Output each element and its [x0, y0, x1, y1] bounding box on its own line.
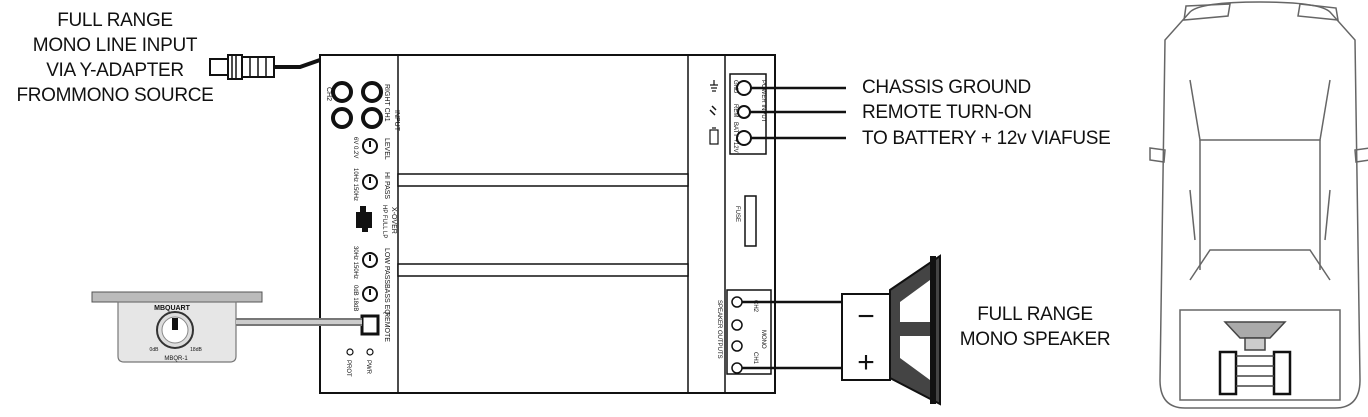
speaker-label-line-2: MONO SPEAKER: [959, 329, 1111, 350]
source-label: FULL RANGE MONO LINE INPUT VIA Y-ADAPTER…: [10, 8, 220, 108]
battery-label: TO BATTERY + 12v VIAFUSE: [862, 128, 1111, 149]
battery-symbol-icon: [709, 127, 719, 145]
level-range: 6V 0.2V: [352, 137, 358, 158]
remote-port-label: REMOTE: [383, 312, 390, 342]
source-label-line-2: MONO LINE INPUT: [32, 35, 198, 56]
out-ch1-label: CH1: [752, 352, 758, 365]
remote-terminal[interactable]: [737, 105, 751, 119]
pwr-led: [366, 348, 374, 356]
rem-label: REM: [732, 104, 738, 117]
fuse-label: FUSE: [734, 206, 740, 222]
speaker-positive: +: [857, 346, 875, 379]
car-subwoofer-icon: [1218, 321, 1292, 396]
hi-pass-range: 10Hz 150Hz: [352, 168, 358, 201]
input-label: INPUT: [393, 110, 400, 132]
output-terminal-3[interactable]: [731, 340, 743, 352]
bass-eq-label: BASS EQ: [383, 284, 390, 315]
source-label-line-4: FROMMONO SOURCE: [16, 85, 214, 106]
ch1-jack-label: RIGHT CH1: [383, 84, 390, 122]
car-top-view: [1149, 1, 1368, 409]
pwr-led-label: PWR: [365, 360, 371, 375]
input-panel: CH2 RIGHT CH1 INPUT LEVEL 6V 0.2V HI PAS…: [325, 81, 400, 377]
gnd-label: GND: [732, 80, 738, 94]
level-label: LEVEL: [383, 138, 390, 160]
remote-min-label: 0dB: [150, 347, 160, 353]
remote-max-label: 18dB: [190, 347, 202, 353]
power-wires: [750, 86, 846, 140]
hi-pass-label: HI PASS: [383, 172, 390, 199]
prot-led-label: PROT: [345, 360, 351, 377]
ground-symbol-icon: [710, 80, 718, 92]
remote-turn-on-label: REMOTE TURN-ON: [862, 102, 1032, 123]
output-terminal-2[interactable]: [731, 319, 743, 331]
remote-symbol-icon: [709, 105, 717, 116]
ch2-jack-label: CH2: [325, 87, 332, 101]
source-label-line-3: VIA Y-ADAPTER: [46, 60, 184, 81]
output-terminal-4[interactable]: [731, 362, 743, 374]
speaker-wires: [742, 300, 842, 370]
battery-terminal[interactable]: [736, 130, 752, 146]
batt-label: BATT +12V: [732, 122, 738, 153]
speaker-negative: −: [857, 300, 875, 333]
speaker: − +: [841, 254, 941, 406]
remote-port[interactable]: [360, 314, 380, 336]
xover-modes: HP FULL LP: [381, 205, 387, 238]
low-pass-range: 30Hz 150Hz: [352, 246, 358, 279]
remote-model-label: MBQR-1: [164, 356, 188, 362]
fuse: FUSE: [734, 195, 757, 247]
out-mono-label: MONO: [760, 330, 766, 349]
ground-terminal[interactable]: [736, 80, 752, 96]
source-label-line-1: FULL RANGE: [57, 10, 173, 31]
bass-eq-range: 0dB 18dB: [352, 285, 358, 311]
remote-bass-knob: MBQUART 0dB 18dB MBQR-1: [91, 291, 362, 363]
speaker-outputs-block: SPEAKER OUTPUTS CH2 CH1 MONO: [716, 289, 772, 375]
xover-label: X-OVER: [390, 207, 397, 234]
out-ch2-label: CH2: [752, 300, 758, 313]
chassis-ground-label: CHASSIS GROUND: [862, 77, 1031, 98]
power-input-label: POWER INPUT: [760, 80, 766, 123]
speaker-label: FULL RANGE MONO SPEAKER: [950, 302, 1120, 352]
xover-switch[interactable]: [356, 206, 372, 232]
output-terminal-1[interactable]: [731, 296, 743, 308]
low-pass-label: LOW PASS: [383, 248, 390, 284]
prot-led: [346, 348, 354, 356]
remote-brand: MBQUART: [154, 305, 190, 312]
amplifier: [319, 54, 776, 394]
speaker-outputs-label: SPEAKER OUTPUTS: [716, 300, 722, 359]
speaker-label-line-1: FULL RANGE: [977, 304, 1093, 325]
